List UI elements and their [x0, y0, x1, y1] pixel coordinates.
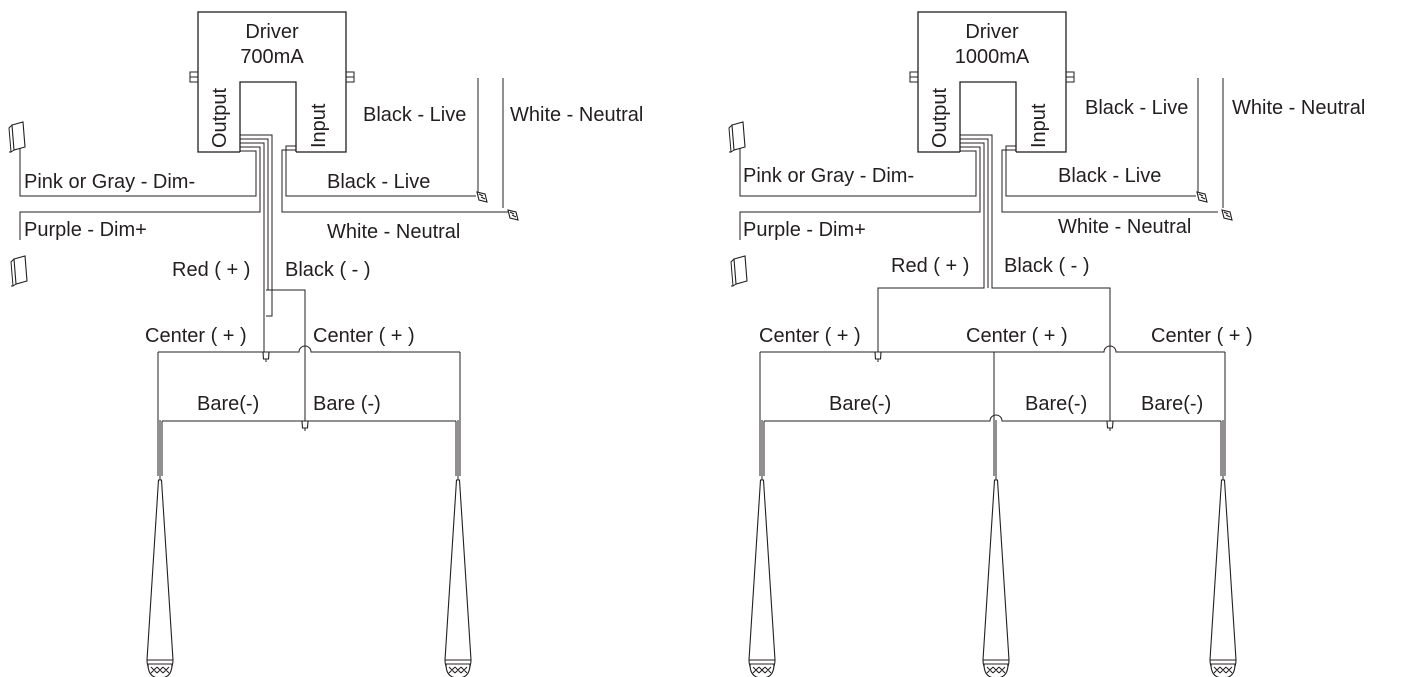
supply-neutral-label: White - Neutral [510, 104, 643, 126]
center-label: Center ( + ) [145, 325, 247, 347]
pendant-light-icon [748, 419, 776, 677]
driver-title: Driver [965, 21, 1019, 43]
neutral-label: White - Neutral [1058, 216, 1191, 238]
dim-minus-label: Pink or Gray - Dim- [743, 165, 914, 187]
supply-live-label: Black - Live [363, 104, 466, 126]
pendant-light-icon [444, 419, 472, 677]
center-label: Center ( + ) [966, 325, 1068, 347]
diagram-1000ma: Driver 1000mA Output Input [728, 11, 1365, 677]
live-label: Black - Live [327, 171, 430, 193]
bare-label: Bare(-) [1025, 393, 1087, 415]
dim-minus-label: Pink or Gray - Dim- [24, 171, 195, 193]
black-label: Black ( - ) [285, 259, 371, 281]
input-label: Input [1028, 103, 1050, 148]
pendant-light-icon [1209, 419, 1237, 677]
live-label: Black - Live [1058, 165, 1161, 187]
driver-title: Driver [245, 21, 299, 43]
dim-plus-label: Purple - Dim+ [743, 219, 866, 241]
output-label: Output [929, 88, 951, 148]
driver-rating: 700mA [240, 46, 304, 68]
center-label: Center ( + ) [1151, 325, 1253, 347]
black-label: Black ( - ) [1004, 255, 1090, 277]
bare-label: Bare(-) [197, 393, 259, 415]
input-label: Input [308, 103, 330, 148]
dim-plus-label: Purple - Dim+ [24, 219, 147, 241]
pendant-light-icon [146, 419, 174, 677]
bare-label: Bare(-) [1141, 393, 1203, 415]
pendant-light-icon [982, 419, 1010, 677]
supply-neutral-label: White - Neutral [1232, 97, 1365, 119]
supply-live-label: Black - Live [1085, 97, 1188, 119]
bare-label: Bare(-) [829, 393, 891, 415]
center-label: Center ( + ) [759, 325, 861, 347]
red-label: Red ( + ) [172, 259, 250, 281]
bare-label: Bare (-) [313, 393, 381, 415]
center-label: Center ( + ) [313, 325, 415, 347]
red-label: Red ( + ) [891, 255, 969, 277]
neutral-label: White - Neutral [327, 221, 460, 243]
driver-rating: 1000mA [955, 46, 1030, 68]
output-label: Output [209, 88, 231, 148]
diagram-700ma: Driver 700mA Output Input [8, 11, 643, 677]
